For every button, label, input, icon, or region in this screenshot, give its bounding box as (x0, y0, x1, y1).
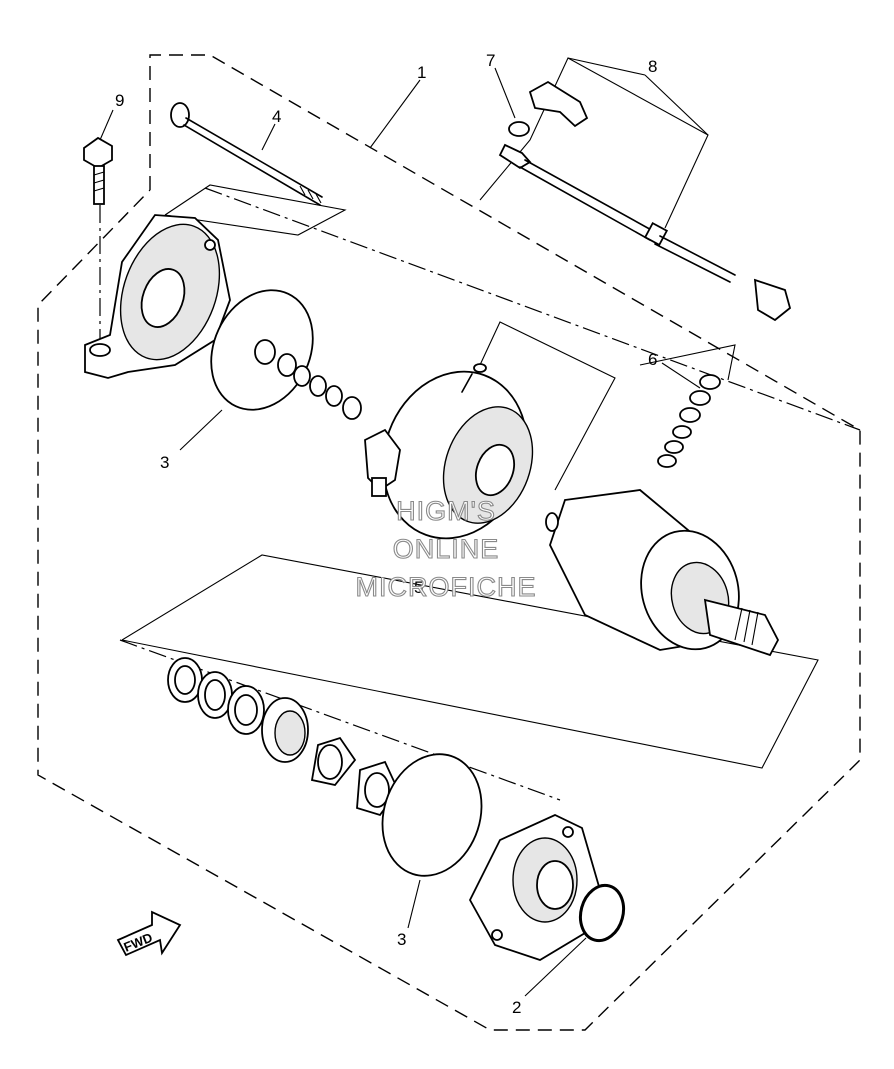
callout-labels: 1 4 9 7 8 6 3 5 3 2 (115, 51, 657, 1017)
callout-8: 8 (648, 57, 657, 76)
part-8-starter-cable[interactable] (498, 80, 792, 322)
callout-1: 1 (417, 63, 426, 82)
part-9-bolt[interactable] (83, 136, 113, 205)
part-2-o-ring[interactable] (574, 881, 629, 946)
assembly-boundary-outline (37, 54, 861, 1031)
callout-2: 2 (512, 998, 521, 1017)
bracket-bolt-4 (164, 184, 347, 236)
watermark: HIGM'S ONLINE MICROFICHE (355, 495, 537, 602)
bracket-seals-group (121, 554, 819, 769)
callout-6: 6 (648, 350, 657, 369)
bracket-brush-holder-5 (479, 321, 616, 491)
part-4-through-bolt[interactable] (170, 102, 323, 206)
bracket-cable-8 (479, 57, 709, 229)
watermark-line-3: MICROFICHE (356, 572, 537, 602)
bracket-nuts-6 (639, 344, 736, 381)
upper-bushing-and-washers[interactable] (254, 339, 362, 420)
callout-3-lower: 3 (397, 930, 406, 949)
lower-seals-bearings[interactable] (167, 657, 400, 817)
callout-3-upper: 3 (160, 453, 169, 472)
yoke-armature[interactable] (545, 489, 780, 660)
part-5-brush-holder[interactable] (360, 351, 550, 559)
callout-9: 9 (115, 91, 124, 110)
callout-leaders (99, 57, 709, 997)
front-housing[interactable] (84, 210, 237, 379)
callout-5: 5 (414, 578, 423, 597)
callout-7: 7 (486, 51, 495, 70)
part-7-nut[interactable] (508, 121, 530, 137)
watermark-line-2: ONLINE (393, 534, 500, 564)
fwd-arrow-icon: FWD (116, 910, 182, 957)
callout-4: 4 (272, 107, 281, 126)
part-6-nuts-washers[interactable] (657, 374, 721, 468)
part-3-o-ring-lower[interactable] (367, 741, 497, 889)
fwd-label: FWD (122, 930, 155, 955)
rear-cover[interactable] (468, 814, 601, 961)
watermark-line-1: HIGM'S (396, 496, 496, 526)
axis-line-upper (204, 187, 861, 431)
